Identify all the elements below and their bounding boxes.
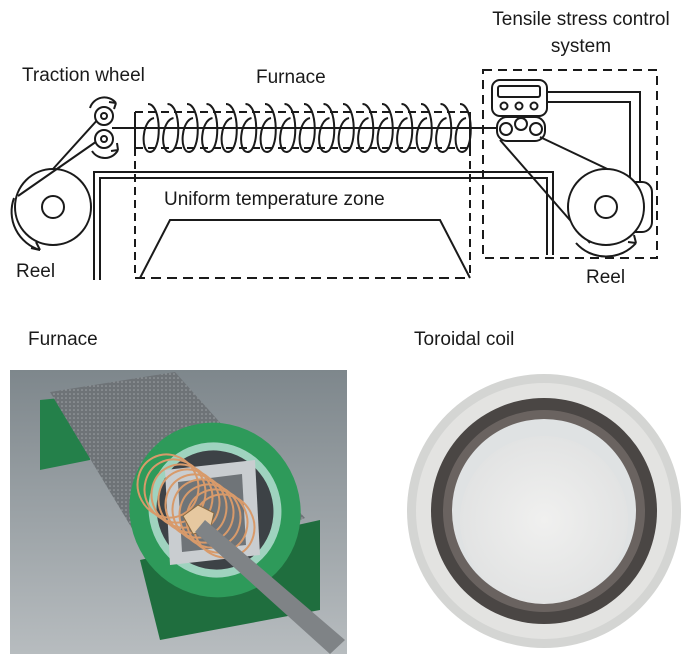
toroidal-coil-label: Toroidal coil bbox=[414, 329, 515, 350]
coil-loop bbox=[396, 103, 414, 154]
render-coil-loop bbox=[136, 453, 200, 519]
coil-loop bbox=[435, 103, 453, 154]
furnace-photo-label: Furnace bbox=[28, 329, 98, 350]
toroidal-coil-photo bbox=[407, 374, 681, 648]
coil-loop bbox=[201, 103, 219, 154]
coil-loop bbox=[162, 103, 180, 154]
coil-loop bbox=[376, 103, 394, 154]
wire-left bbox=[17, 138, 101, 197]
coil-loop bbox=[298, 103, 316, 154]
coil-loop bbox=[279, 103, 297, 154]
tensile-control-label-line1: Tensile stress control bbox=[492, 9, 670, 30]
traction-wheel bbox=[89, 96, 119, 160]
tensile-control-box bbox=[482, 69, 658, 259]
left-reel bbox=[10, 168, 92, 251]
coil-loop bbox=[259, 103, 277, 154]
coil-loop bbox=[220, 103, 238, 154]
right-reel bbox=[567, 168, 653, 258]
schematic bbox=[10, 69, 658, 280]
uniform-zone bbox=[134, 148, 471, 279]
traction-wheel-label: Traction wheel bbox=[22, 65, 145, 86]
furnace-top-label: Furnace bbox=[256, 67, 326, 88]
coil-loop bbox=[240, 103, 258, 154]
heating-coil bbox=[142, 103, 472, 154]
furnace-render bbox=[10, 370, 347, 654]
coil-loop bbox=[181, 103, 199, 154]
tensile-control-label-line2: system bbox=[550, 36, 612, 57]
coil-loop bbox=[142, 103, 160, 154]
furnace-tube bbox=[112, 111, 500, 149]
uniform-zone-label: Uniform temperature zone bbox=[164, 189, 385, 210]
coil-loop bbox=[357, 103, 375, 154]
coil-loop bbox=[415, 103, 433, 154]
support-frame bbox=[93, 171, 554, 280]
coil-loop bbox=[337, 103, 355, 154]
coil-loop bbox=[318, 103, 336, 154]
coil-loop bbox=[454, 103, 472, 154]
reel-left-label: Reel bbox=[16, 261, 56, 282]
reel-right-label: Reel bbox=[586, 267, 626, 288]
tension-rollers bbox=[496, 116, 546, 142]
controller bbox=[491, 79, 641, 190]
